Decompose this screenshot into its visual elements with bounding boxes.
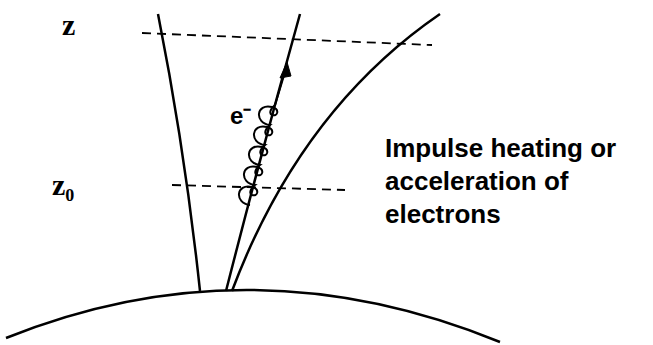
field-line [158,14,200,291]
height-line [172,185,345,190]
electron-spiral [239,72,285,205]
solar-surface [6,290,500,342]
height-label: z₀ [52,168,74,202]
height-line [142,33,432,45]
particle-label: e⁻ [230,98,251,131]
height-label: z [62,8,75,42]
arrowhead [280,62,291,78]
annotation-text: Impulse heating or acceleration of elect… [385,132,625,231]
field-line [226,14,300,291]
